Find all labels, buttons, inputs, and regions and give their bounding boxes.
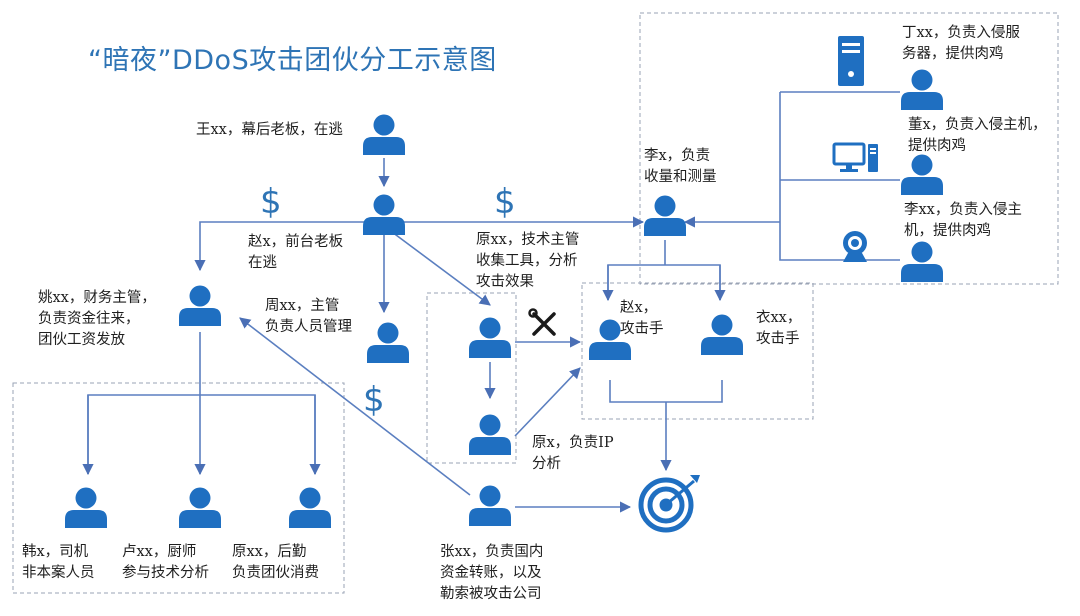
- desktop-computer-icon: [832, 142, 878, 172]
- webcam-icon: [843, 231, 867, 262]
- page-title: “暗夜”DDoS攻击团伙分工示意图: [88, 45, 497, 76]
- dashed-group-boxes: [12, 12, 1059, 594]
- label-yi: 衣xx，攻击手: [756, 310, 802, 347]
- person-icon-han: [65, 487, 107, 528]
- label-dong: 董x，负责入侵主机，提供肉鸡: [908, 117, 1047, 154]
- dollar-icon: $: [260, 182, 282, 222]
- label-lixx: 李xx，负责入侵主机，提供肉鸡: [904, 202, 1022, 239]
- person-icon-yuan1: [469, 317, 511, 358]
- dollar-icon: $: [363, 380, 385, 420]
- label-zhao: 赵x，前台老板在逃: [248, 234, 344, 271]
- person-icon-zhang: [469, 485, 511, 526]
- person-icon-li: [644, 195, 686, 236]
- person-icon-lixx: [901, 241, 943, 282]
- attacker-group-box: [581, 282, 814, 420]
- connector-lines: [82, 91, 900, 513]
- person-icon-zhao: [363, 194, 405, 235]
- tech-group-box: [426, 292, 517, 464]
- person-icon-ding: [901, 69, 943, 110]
- label-zhou: 周xx，主管负责人员管理: [265, 298, 352, 335]
- label-zhang: 张xx，负责国内资金转账，以及勒索被攻击公司: [440, 544, 544, 602]
- hacker-group-box: [639, 12, 1059, 285]
- dollar-icon: $: [494, 182, 516, 222]
- label-zhaox: 赵x，攻击手: [620, 300, 664, 337]
- support-group-box: [12, 382, 345, 594]
- person-icon-dong: [901, 154, 943, 195]
- label-wang: 王xx，幕后老板，在逃: [196, 122, 343, 138]
- label-li: 李x，负责收量和测量: [644, 148, 717, 185]
- label-lu: 卢xx，厨师参与技术分析: [122, 544, 209, 581]
- target-icon: [638, 475, 700, 533]
- label-yuan3: 原xx，后勤负责团伙消费: [232, 544, 319, 581]
- tools-icon: [528, 308, 556, 336]
- label-ding: 丁xx，负责入侵服务器，提供肉鸡: [902, 25, 1020, 62]
- person-icon-wang: [363, 114, 405, 155]
- person-icon-zhou: [367, 322, 409, 363]
- person-icon-yi: [701, 314, 743, 355]
- label-yao: 姚xx，财务主管，负责资金往来，团伙工资发放: [38, 290, 156, 348]
- label-han: 韩x，司机非本案人员: [22, 544, 95, 581]
- person-icon-yuan3: [289, 487, 331, 528]
- person-icon-yuan2: [469, 414, 511, 455]
- server-icon: [838, 36, 864, 86]
- label-yuan1: 原xx，技术主管收集工具，分析攻击效果: [476, 232, 580, 290]
- person-icon-yao: [179, 285, 221, 326]
- person-icon-lu: [179, 487, 221, 528]
